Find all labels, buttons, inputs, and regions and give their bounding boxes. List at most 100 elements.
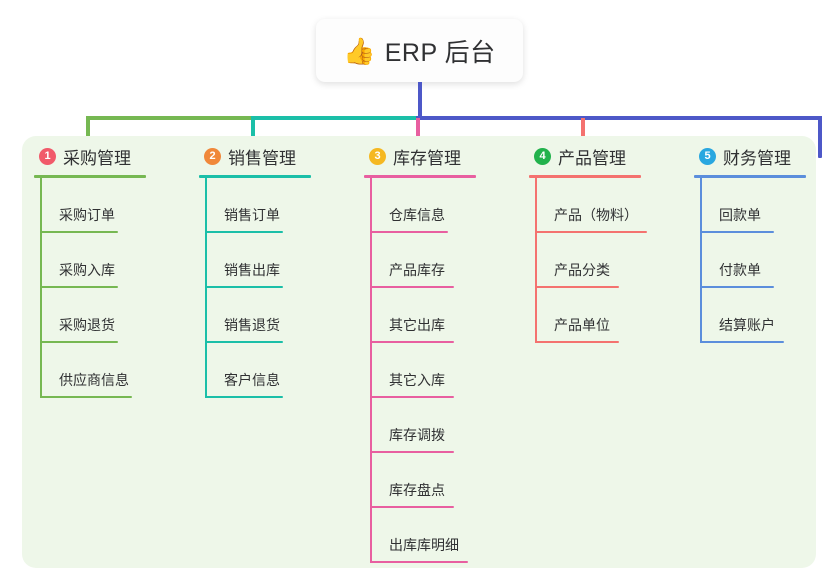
leaf-node[interactable]: 库存盘点 (364, 453, 476, 508)
branch-title: 财务管理 (723, 148, 791, 168)
leaf-label: 客户信息 (224, 372, 280, 388)
branch-children: 回款单付款单结算账户 (694, 178, 806, 343)
branch-children: 产品（物料） 产品分类产品单位 (529, 178, 647, 343)
leaf-node[interactable]: 库存调拨 (364, 398, 476, 453)
branch-spine (370, 178, 372, 563)
leaf-node[interactable]: 产品分类 (529, 233, 641, 288)
leaf-node[interactable]: 结算账户 (694, 288, 806, 343)
leaf-node[interactable]: 供应商信息 (34, 343, 146, 398)
leaf-label: 出库库明细 (389, 537, 459, 553)
connector-segment-3 (746, 116, 822, 120)
leaf-label: 付款单 (719, 262, 761, 278)
leaf-node[interactable]: 仓库信息 (364, 178, 476, 233)
branch-spine (40, 178, 42, 398)
leaf-node[interactable]: 采购入库 (34, 233, 146, 288)
branch-spine (700, 178, 702, 343)
root-title: ERP 后台 (384, 38, 496, 67)
leaf-label: 产品分类 (554, 262, 610, 278)
leaf-node[interactable]: 产品单位 (529, 288, 641, 343)
leaf-label: 库存调拨 (389, 427, 445, 443)
leaf-node[interactable]: 销售出库 (199, 233, 311, 288)
leaf-node[interactable]: 其它入库 (364, 343, 476, 398)
leaf-node[interactable]: 回款单 (694, 178, 806, 233)
leaf-label: 采购订单 (59, 207, 115, 223)
leaf-label: 库存盘点 (389, 482, 445, 498)
branch-children: 销售订单销售出库销售退货客户信息 (199, 178, 311, 398)
branch-column-2: 2 销售管理销售订单销售出库销售退货客户信息 (199, 143, 311, 398)
leaf-node[interactable]: 产品库存 (364, 233, 476, 288)
leaf-label: 采购退货 (59, 317, 115, 333)
branch-spine (535, 178, 537, 343)
leaf-node[interactable]: 客户信息 (199, 343, 311, 398)
branch-column-3: 3 库存管理仓库信息产品库存其它出库其它入库库存调拨库存盘点出库库明细 (364, 143, 476, 563)
leaf-node[interactable]: 采购订单 (34, 178, 146, 233)
leaf-rule (700, 286, 774, 288)
branch-header-2[interactable]: 2 销售管理 (199, 143, 311, 169)
leaf-rule (370, 231, 448, 233)
branch-column-5: 5 财务管理回款单付款单结算账户 (694, 143, 806, 343)
leaf-rule (370, 341, 454, 343)
leaf-rule (205, 286, 283, 288)
leaf-label: 回款单 (719, 207, 761, 223)
thumbs-up-icon: 👍 (343, 35, 376, 66)
leaf-label: 销售出库 (224, 262, 280, 278)
branch-number-badge: 2 (204, 147, 221, 165)
branch-header-1[interactable]: 1 采购管理 (34, 143, 146, 169)
branch-title: 产品管理 (558, 148, 626, 168)
branch-number-badge: 5 (699, 147, 716, 165)
leaf-node[interactable]: 销售订单 (199, 178, 311, 233)
leaf-rule (370, 286, 454, 288)
leaf-label: 供应商信息 (59, 372, 129, 388)
branch-title: 销售管理 (228, 148, 296, 168)
leaf-rule (370, 561, 468, 563)
branch-column-4: 4 产品管理产品（物料） 产品分类产品单位 (529, 143, 647, 343)
root-node[interactable]: 👍 ERP 后台 (316, 19, 523, 82)
branch-title: 库存管理 (393, 148, 461, 168)
branch-children: 采购订单采购入库采购退货供应商信息 (34, 178, 146, 398)
leaf-node[interactable]: 其它出库 (364, 288, 476, 343)
leaf-label: 仓库信息 (389, 207, 445, 223)
leaf-rule (700, 231, 774, 233)
branch-number-badge: 4 (534, 147, 551, 165)
branch-column-1: 1 采购管理采购订单采购入库采购退货供应商信息 (34, 143, 146, 398)
branch-header-rule (364, 175, 476, 178)
leaf-rule (205, 396, 283, 398)
branch-header-4[interactable]: 4 产品管理 (529, 143, 641, 169)
leaf-node[interactable]: 销售退货 (199, 288, 311, 343)
branch-header-rule (199, 175, 311, 178)
leaf-label: 产品库存 (389, 262, 445, 278)
leaf-rule (205, 341, 283, 343)
leaf-label: 其它出库 (389, 317, 445, 333)
branch-header-rule (529, 175, 641, 178)
leaf-node[interactable]: 采购退货 (34, 288, 146, 343)
leaf-label: 产品（物料） (554, 207, 638, 223)
leaf-label: 采购入库 (59, 262, 115, 278)
leaf-node[interactable]: 产品（物料） (529, 178, 647, 233)
branch-header-3[interactable]: 3 库存管理 (364, 143, 476, 169)
leaf-rule (40, 286, 118, 288)
leaf-rule (370, 396, 454, 398)
leaf-rule (40, 231, 118, 233)
branch-header-rule (694, 175, 806, 178)
branch-children: 仓库信息产品库存其它出库其它入库库存调拨库存盘点出库库明细 (364, 178, 476, 563)
branch-number-badge: 3 (369, 147, 386, 165)
branch-header-rule (34, 175, 146, 178)
branch-title: 采购管理 (63, 148, 131, 168)
connector-segment-0 (86, 116, 251, 120)
leaf-rule (535, 341, 619, 343)
root-trunk-connector (418, 82, 422, 118)
leaf-node[interactable]: 出库库明细 (364, 508, 476, 563)
leaf-rule (535, 231, 647, 233)
leaf-label: 其它入库 (389, 372, 445, 388)
leaf-node[interactable]: 付款单 (694, 233, 806, 288)
leaf-label: 销售退货 (224, 317, 280, 333)
leaf-rule (40, 341, 118, 343)
leaf-label: 销售订单 (224, 207, 280, 223)
branch-number-badge: 1 (39, 147, 56, 165)
connector-segment-1 (251, 116, 416, 120)
leaf-label: 产品单位 (554, 317, 610, 333)
connector-drop-5 (818, 118, 822, 158)
branch-panel (22, 136, 816, 568)
branch-header-5[interactable]: 5 财务管理 (694, 143, 806, 169)
